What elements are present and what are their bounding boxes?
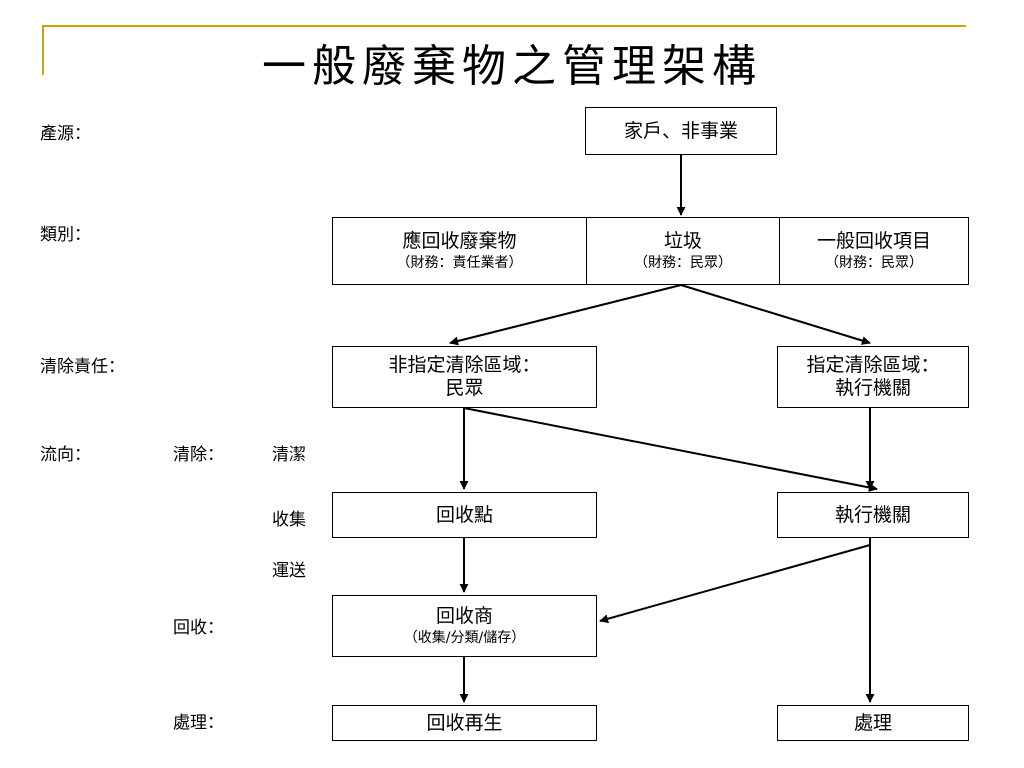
box-recycler-title: 回收商 <box>435 605 493 628</box>
box-disposal: 處理 <box>777 705 969 741</box>
arrow-agency-to-recycler <box>599 544 871 624</box>
label-transport: 運送 <box>272 561 306 581</box>
box-collection-point: 回收點 <box>332 492 597 538</box>
box-household: 家戶、非事業 <box>585 107 777 155</box>
category-row: 應回收廢棄物 （財務：責任業者） 垃圾 （財務：民眾） 一般回收項目 （財務：民… <box>332 217 969 285</box>
arrow-garbage-to-non-designated <box>449 284 682 346</box>
box-recyclable-waste-title: 應回收廢棄物 <box>402 230 517 253</box>
box-non-designated: 非指定清除區域： 民眾 <box>332 346 597 408</box>
box-garbage-title: 垃圾 <box>663 230 702 253</box>
box-designated-line1: 指定清除區域： <box>806 354 940 377</box>
box-non-designated-line1: 非指定清除區域： <box>388 354 541 377</box>
box-recycler-sub: （收集/分類/儲存） <box>403 630 526 646</box>
box-agency: 執行機關 <box>777 492 969 538</box>
page-title: 一般廢棄物之管理架構 <box>262 41 762 92</box>
label-category: 類別： <box>40 225 91 245</box>
box-disposal-label: 處理 <box>853 711 892 734</box>
box-recyclable-waste-sub: （財務：責任業者） <box>396 255 523 271</box>
box-reuse-label: 回收再生 <box>426 711 503 734</box>
box-garbage: 垃圾 （財務：民眾） <box>586 218 779 284</box>
label-treatment: 處理： <box>173 713 224 733</box>
label-source: 產源： <box>40 124 91 144</box>
box-non-designated-line2: 民眾 <box>445 377 484 399</box>
box-reuse: 回收再生 <box>332 705 597 741</box>
box-collection-point-label: 回收點 <box>435 503 493 526</box>
box-designated: 指定清除區域： 執行機關 <box>777 346 969 408</box>
label-recycle: 回收： <box>173 618 224 638</box>
box-agency-label: 執行機關 <box>834 503 911 526</box>
label-clearance: 清除： <box>173 445 224 465</box>
decorative-line-horizontal <box>42 25 966 27</box>
arrow-garbage-to-designated <box>680 284 871 345</box>
label-flow: 流向： <box>40 445 91 465</box>
box-recyclable-waste: 應回收廢棄物 （財務：責任業者） <box>333 218 586 284</box>
label-collection: 收集 <box>272 510 306 530</box>
arrow-non-designated-to-agency <box>463 407 878 492</box>
box-garbage-sub: （財務：民眾） <box>634 255 732 271</box>
decorative-line-vertical <box>42 25 44 75</box>
label-responsibility: 清除責任： <box>40 357 125 377</box>
box-general-recycle: 一般回收項目 （財務：民眾） <box>779 218 968 284</box>
label-cleaning: 清潔 <box>272 445 306 465</box>
box-designated-line2: 執行機關 <box>834 377 911 399</box>
box-general-recycle-sub: （財務：民眾） <box>825 255 923 271</box>
box-general-recycle-title: 一般回收項目 <box>816 230 931 253</box>
box-household-label: 家戶、非事業 <box>623 119 738 142</box>
box-recycler: 回收商 （收集/分類/儲存） <box>332 595 597 657</box>
